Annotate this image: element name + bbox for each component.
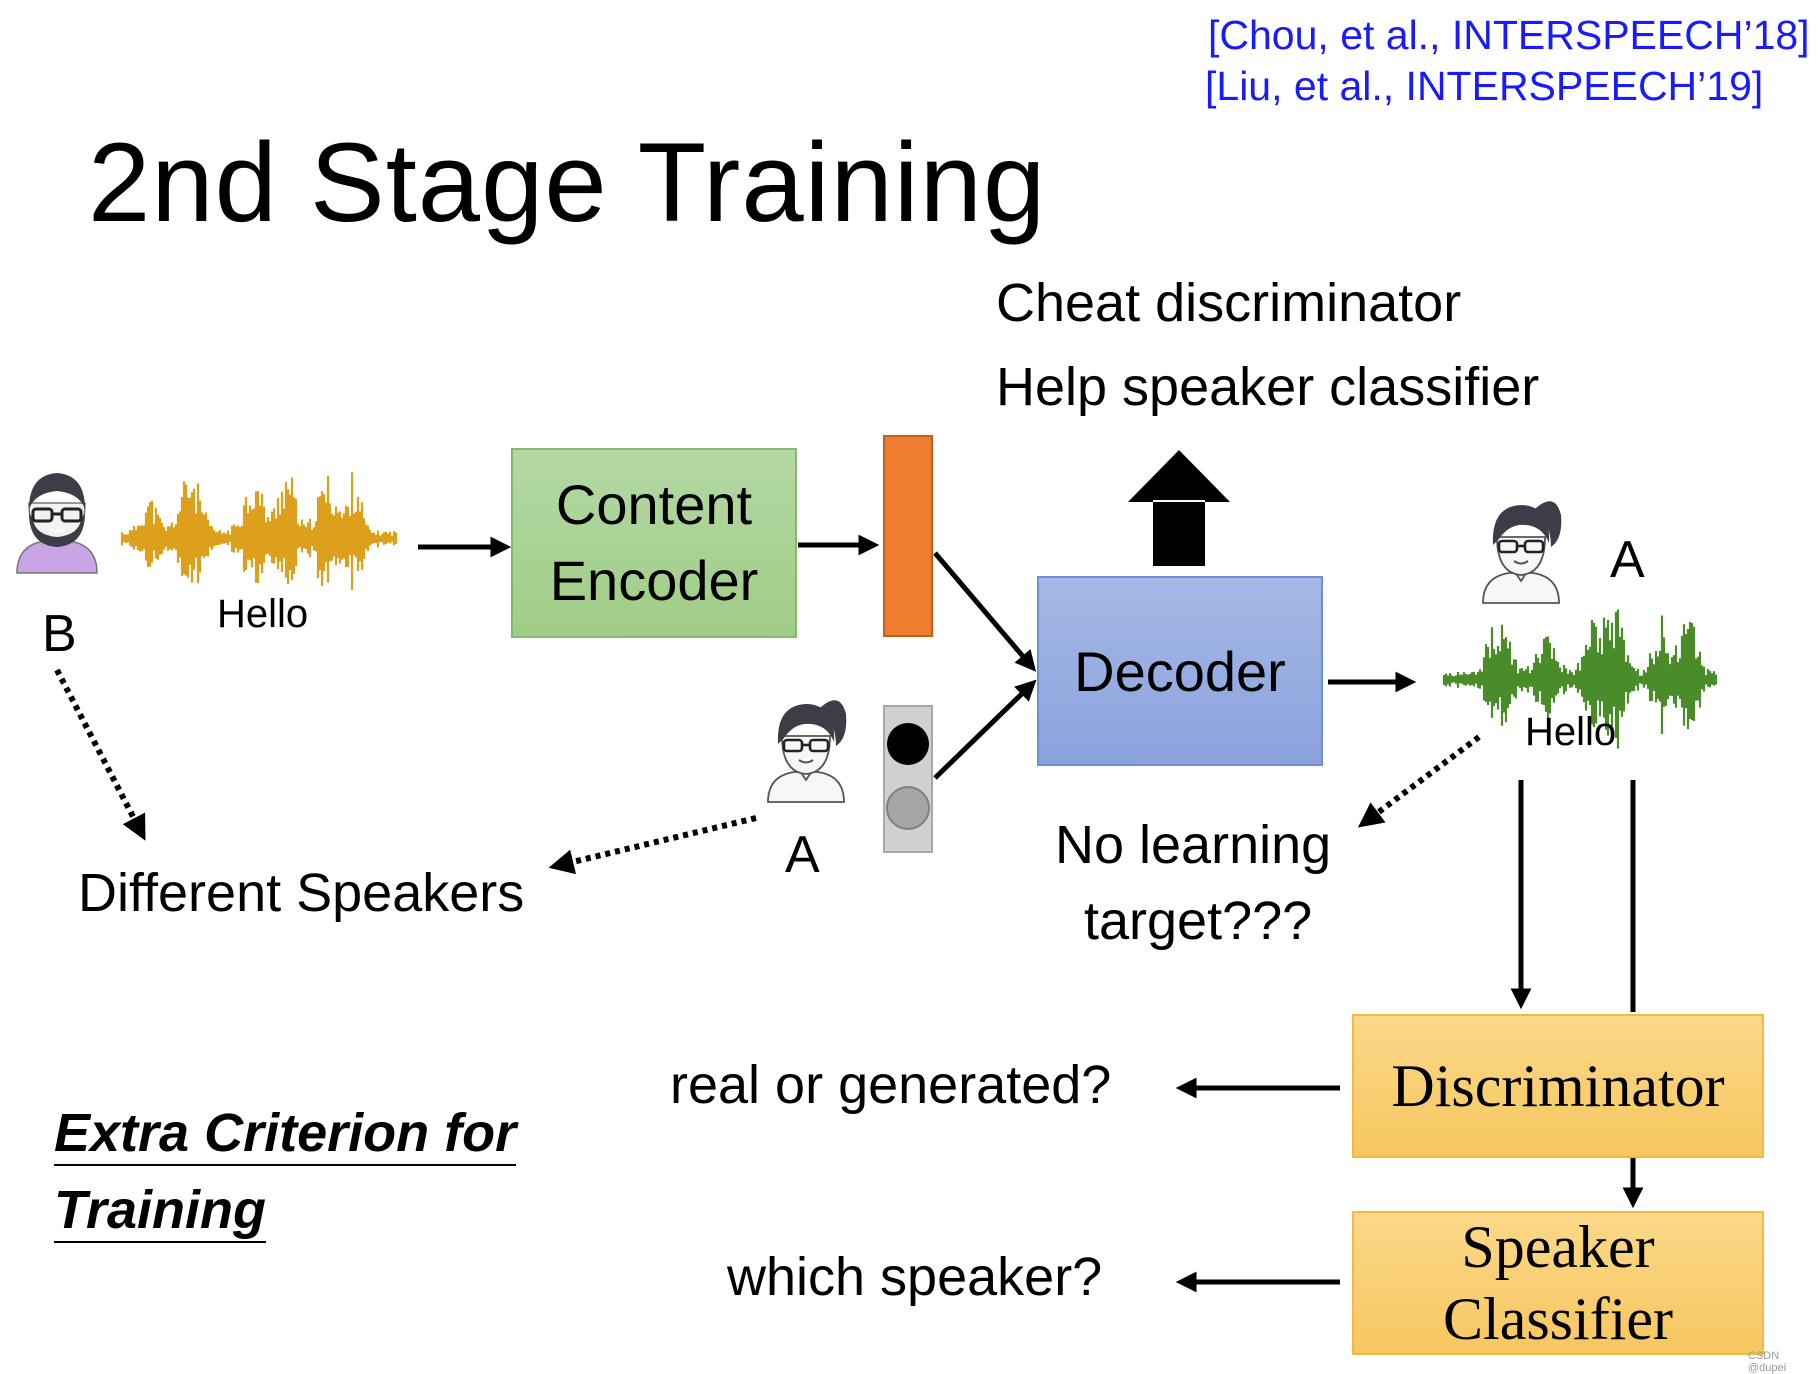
arrow-speaker-to-decoder (933, 679, 1037, 780)
arrow-vector-to-decoder (933, 551, 1037, 672)
reference-2: [Liu, et al., INTERSPEECH’19] (1205, 63, 1764, 109)
dotted-arrow-a-to-different (548, 815, 757, 875)
discriminator-block: Discriminator (1352, 1014, 1764, 1158)
speaker-classifier-label-2: Classifier (1443, 1286, 1673, 1352)
speaker-b-label: B (42, 605, 77, 663)
decoder-label: Decoder (1074, 639, 1286, 703)
decoder-block: Decoder (1037, 576, 1323, 766)
different-speakers-label: Different Speakers (78, 863, 525, 923)
no-target-label-1: No learning (1055, 815, 1332, 875)
speaker-a-output-label: A (1610, 531, 1645, 589)
no-target-label-2: target??? (1084, 891, 1313, 951)
dotted-arrow-b-to-different (54, 668, 146, 841)
output-word-label: Hello (1525, 710, 1617, 754)
dotted-arrow-output-to-notarget (1357, 734, 1481, 828)
real-or-generated-label: real or generated? (670, 1055, 1112, 1115)
goal-cheat-discriminator: Cheat discriminator (996, 273, 1462, 333)
female-avatar-icon (767, 700, 847, 803)
speaker-a-label: A (785, 826, 820, 884)
female-avatar-output-icon (1482, 501, 1562, 604)
content-vector (883, 435, 933, 637)
input-word-label: Hello (217, 592, 309, 636)
male-avatar-icon (16, 473, 98, 574)
which-speaker-label: which speaker? (727, 1247, 1103, 1307)
goal-help-classifier: Help speaker classifier (996, 357, 1540, 417)
reference-1: [Chou, et al., INTERSPEECH’18] (1208, 12, 1810, 58)
discriminator-label: Discriminator (1391, 1052, 1725, 1119)
watermark: CSDN @dupei (1748, 1350, 1787, 1374)
extra-criterion-line-2: Training (54, 1179, 267, 1243)
content-encoder-label-2: Encoder (549, 549, 759, 612)
extra-criterion-line-1: Extra Criterion for (54, 1102, 517, 1166)
content-encoder-label-1: Content (555, 473, 753, 537)
output-waveform (1442, 609, 1718, 749)
extra-criterion-heading: Extra Criterion for Training (54, 1095, 517, 1249)
input-waveform (120, 472, 398, 590)
speaker-classifier-label-1: Speaker (1461, 1214, 1655, 1280)
speaker-onehot-icon (883, 705, 933, 853)
up-arrow-icon (1128, 450, 1230, 566)
page-title: 2nd Stage Training (88, 120, 1047, 245)
